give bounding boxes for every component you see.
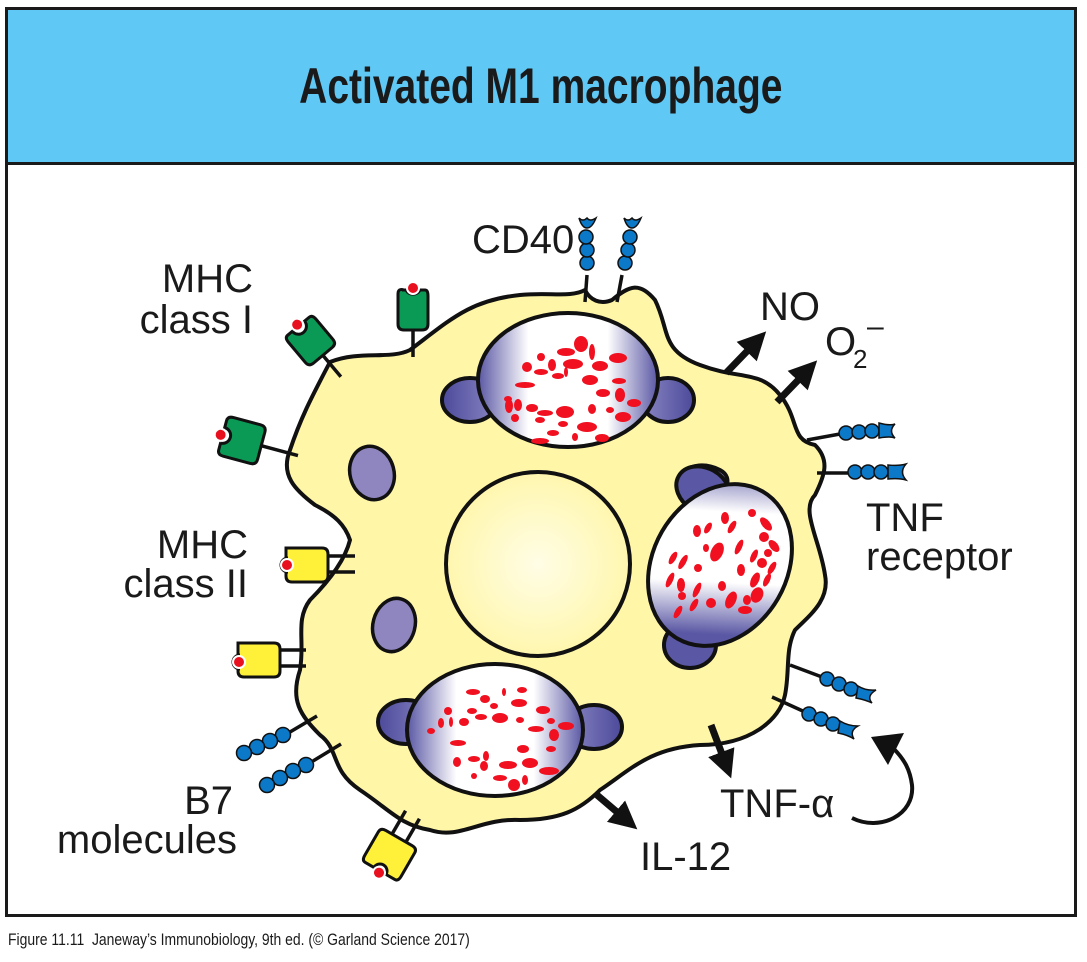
label-cd40: CD40 [472,218,574,262]
label-o2-superoxide: O 2 – [825,310,884,374]
mhc-class-2-receptor [361,809,421,882]
o2-base: O [825,320,856,364]
b7-molecule [258,742,342,794]
no-arrow [723,331,767,376]
bacteria-cluster [427,687,574,791]
phagosome [646,482,794,648]
autocrine-arrowhead [871,733,904,765]
bacteria-cluster [504,336,641,444]
vesicle [370,596,418,654]
mhc-class-2-receptor [231,641,306,679]
title-bar: Activated M1 macrophage [8,10,1074,165]
tnf-receptor [789,663,877,704]
tnf-receptor [806,422,896,442]
phagosome [405,662,585,798]
phagolysosome-bottom [376,662,624,798]
cd40-receptor [578,216,598,303]
tnf-alpha-arrow [707,723,735,779]
b7-molecule [235,714,318,762]
figure-caption: Figure 11.11 Janeway’s Immunobiology, 9t… [8,930,470,949]
o2-superscript: – [867,310,884,343]
phagolysosome-top [440,311,696,449]
label-no: NO [760,285,820,329]
mhc-class-1-receptor [396,281,430,357]
tnf-receptor [817,462,909,482]
mhc-class-2-receptor [279,546,355,584]
il12-arrow [594,792,638,830]
tnf-receptor [771,695,861,740]
cd40-receptor [615,216,643,303]
label-mhc1-line1: MHC [162,257,253,301]
label-tnf-receptor-line1: TNF [866,496,944,540]
mhc-class-1-receptor [213,415,299,466]
label-mhc2-line2: class II [124,562,248,606]
label-mhc2-line1: MHC [157,523,248,567]
o2-arrow [774,360,818,405]
mhc-class-1-receptor [284,314,343,378]
o2-subscript: 2 [853,344,867,374]
figure-title: Activated M1 macrophage [299,58,783,114]
nucleus [444,470,632,658]
autocrine-loop-arrow [851,746,915,825]
label-il12: IL-12 [640,835,731,879]
vesicle [347,444,397,502]
bacteria-cluster [665,509,780,619]
phagosome [476,311,660,449]
label-tnf-alpha: TNF-α [720,782,834,826]
label-tnf-receptor-line2: receptor [866,535,1013,579]
label-b7-line1: B7 [184,779,233,823]
phagolysosome-right [646,463,794,670]
label-mhc1-line2: class I [140,298,253,342]
label-b7-line2: molecules [57,818,237,862]
